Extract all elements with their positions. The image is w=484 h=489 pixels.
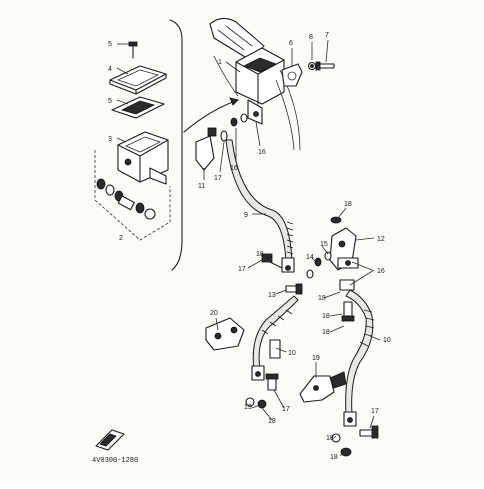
callout-10: 10 (288, 350, 296, 357)
callout-10: 10 (383, 337, 391, 344)
callout-18: 18 (322, 329, 330, 336)
callout-4: 4 (108, 66, 112, 73)
callout-18: 18 (330, 454, 338, 461)
callout-18: 18 (326, 435, 334, 442)
piston-kit (96, 178, 156, 220)
diaphragm (111, 96, 165, 119)
hose-bracket-19 (299, 371, 347, 403)
callout-3: 3 (108, 136, 112, 143)
master-cylinder-exploded (94, 41, 171, 241)
callout-16: 16 (377, 268, 385, 275)
callout-14: 14 (306, 254, 314, 261)
reservoir-cap (109, 65, 167, 95)
callout-17: 17 (371, 408, 379, 415)
brake-hose-left (251, 295, 299, 381)
callout-17: 17 (214, 175, 222, 182)
callout-17: 17 (238, 266, 246, 273)
drawing-code: 4V0300-1280 (92, 457, 138, 465)
callout-18: 18 (318, 295, 326, 302)
hose-bracket-20 (205, 317, 245, 351)
callout-16: 16 (230, 165, 238, 172)
callout-9: 9 (244, 212, 248, 219)
callout-labels: 5 4 5 3 2 6 8 7 1 16 11 17 16 9 18 12 15… (108, 32, 391, 461)
callout-19: 19 (312, 355, 320, 362)
front-direction-arrow-icon (95, 429, 125, 451)
fasteners-mid (261, 251, 332, 295)
callout-5: 5 (108, 41, 112, 48)
master-cylinder-body (117, 131, 169, 185)
callout-18: 18 (344, 201, 352, 208)
callout-17: 17 (282, 406, 290, 413)
brake-hose-right (343, 289, 375, 427)
callout-6: 6 (289, 40, 293, 47)
union-bolt-upper (195, 113, 248, 171)
callout-2: 2 (119, 235, 123, 242)
callout-8: 8 (309, 34, 313, 41)
leader-lines (116, 39, 381, 457)
screw (128, 41, 138, 59)
callout-1: 1 (218, 59, 222, 66)
callout-18: 18 (322, 313, 330, 320)
callout-19: 19 (244, 404, 252, 411)
callout-18: 18 (268, 418, 276, 425)
clamp-hardware (281, 61, 335, 87)
callout-5: 5 (108, 98, 112, 105)
fasteners-lower-right (331, 301, 379, 457)
handlebar-assembly (209, 17, 301, 151)
callout-16: 16 (258, 149, 266, 156)
group-bracket (169, 19, 183, 271)
brake-hose-upper (225, 139, 295, 273)
callout-18: 18 (256, 251, 264, 258)
callout-11: 11 (198, 183, 205, 190)
callout-7: 7 (325, 32, 329, 39)
assembly-arrow (183, 99, 239, 133)
callout-12: 12 (377, 236, 385, 243)
three-way-joint (329, 216, 359, 291)
repair-kit-outline (94, 150, 171, 241)
callout-15: 15 (320, 241, 328, 248)
callout-20: 20 (210, 310, 218, 317)
callout-13: 13 (268, 292, 276, 299)
